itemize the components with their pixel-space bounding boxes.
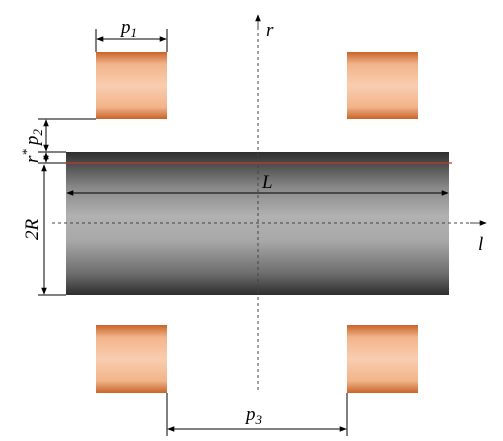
magnet-bottom-right <box>347 325 418 393</box>
l-axis-label: l <box>478 234 483 255</box>
p1-label: p1 <box>119 17 137 40</box>
r-star-p2-label: r*p2 <box>19 129 45 163</box>
magnet-top-left <box>96 52 167 119</box>
L-label: L <box>261 172 273 193</box>
r-axis-label: r <box>266 20 274 41</box>
p3-label: p3 <box>244 404 263 427</box>
magnet-bottom-left <box>96 325 167 393</box>
twoR-label: 2R <box>22 219 43 241</box>
magnet-top-right <box>347 52 418 119</box>
